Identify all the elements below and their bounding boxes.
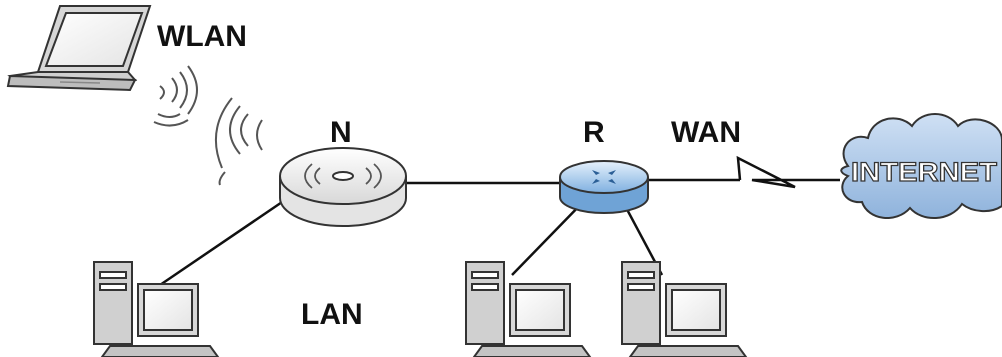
laptop-icon xyxy=(6,5,152,92)
lan-label: LAN xyxy=(301,298,363,331)
wan-label: WAN xyxy=(671,116,741,149)
wifi-signal-icon xyxy=(215,97,263,186)
link-n-to-lan-pc xyxy=(159,196,289,287)
wlan-label: WLAN xyxy=(157,20,247,53)
internet-cloud-icon: INTERNET xyxy=(840,113,1002,220)
desktop-computer-icon xyxy=(621,261,748,357)
router-icon xyxy=(559,160,649,214)
access-point-icon xyxy=(279,147,407,227)
access-point-n-label: N xyxy=(330,116,352,149)
router-r-label: R xyxy=(583,116,605,149)
link-r-to-pc-1 xyxy=(511,199,586,276)
wifi-signal-icon xyxy=(153,65,198,127)
desktop-computer-icon xyxy=(465,261,592,357)
link-wan-zigzag xyxy=(736,155,840,189)
internet-label: INTERNET xyxy=(851,157,998,187)
connection-lines xyxy=(159,155,840,287)
desktop-computer-icon xyxy=(93,261,220,357)
